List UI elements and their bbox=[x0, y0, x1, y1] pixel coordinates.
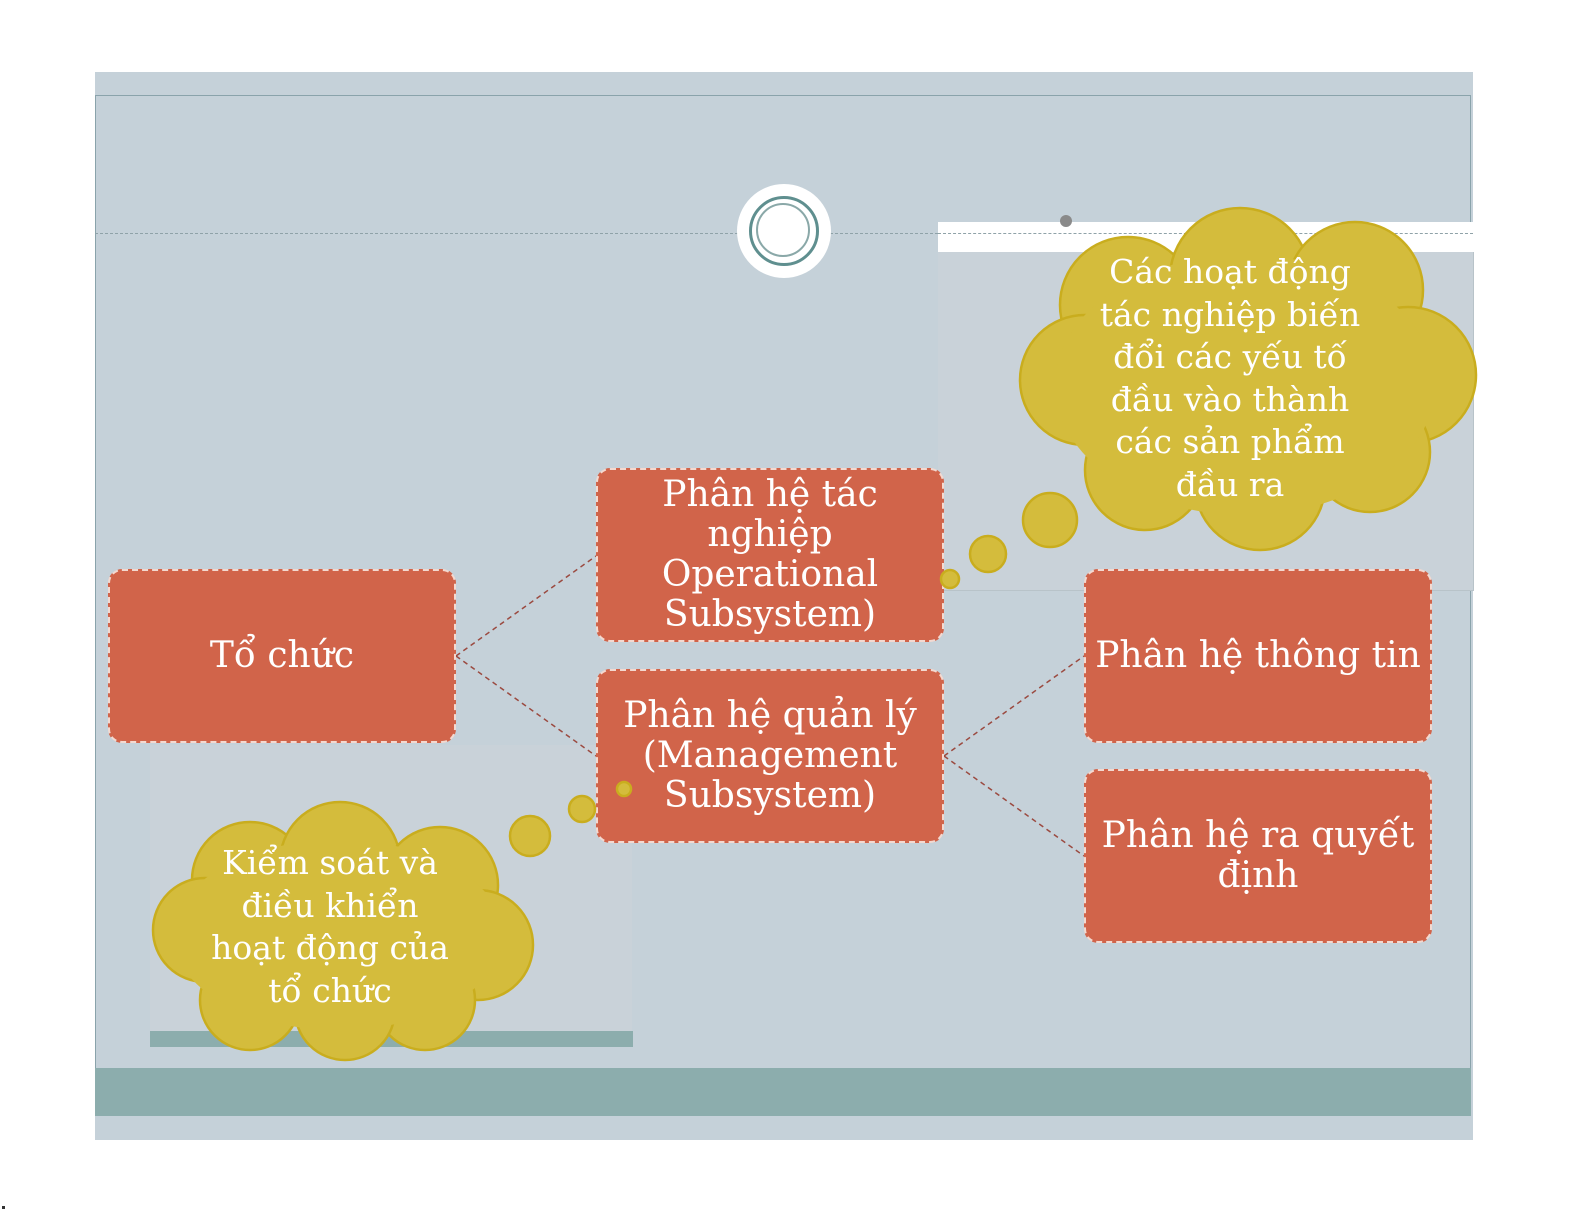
callout-operational-text: Các hoạt động tác nghiệp biến đổi các yế… bbox=[1080, 251, 1380, 507]
callout-management-text: Kiểm soát và điều khiển hoạt động của tổ… bbox=[180, 842, 480, 1012]
page-mark bbox=[2, 1206, 5, 1209]
